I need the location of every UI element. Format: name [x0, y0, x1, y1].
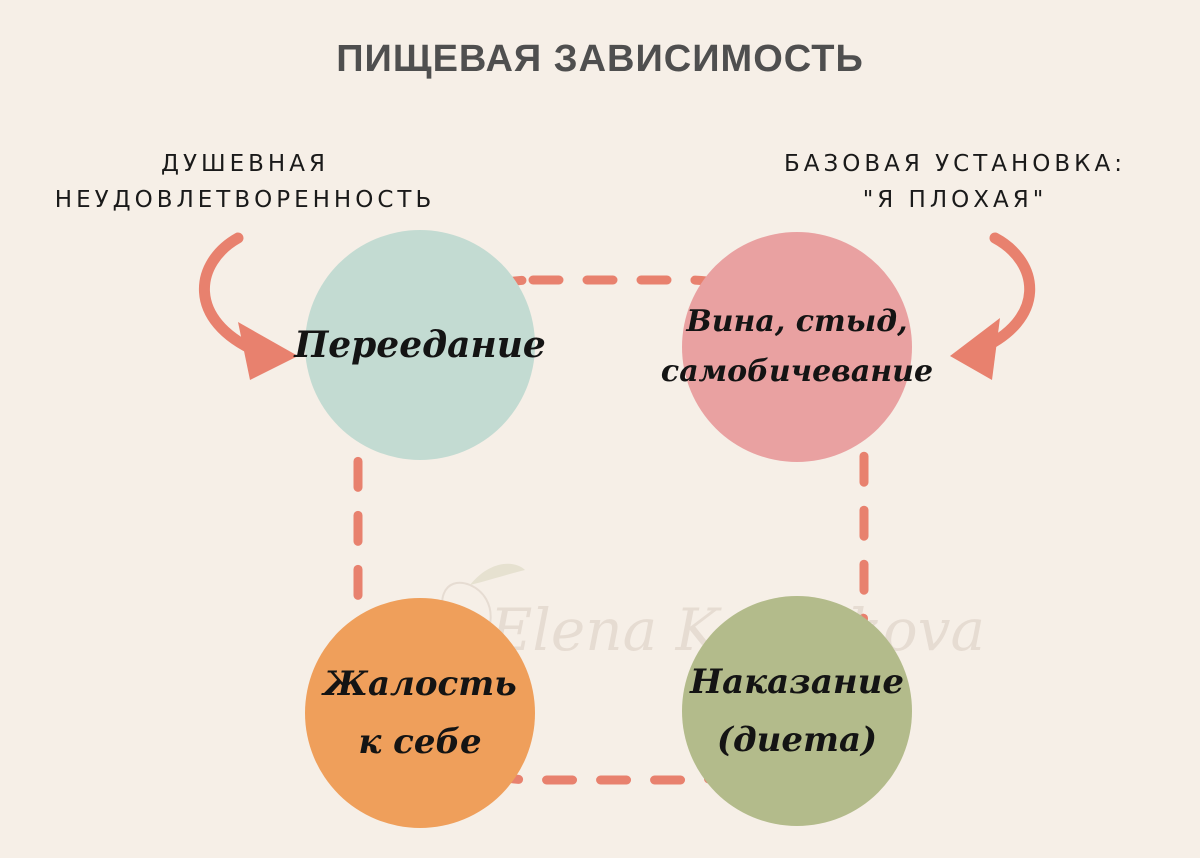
left-note-line-1: ДУШЕВНАЯ: [161, 151, 329, 177]
node-overeating-circle: [305, 230, 535, 460]
node-overeating-line-1: Переедание: [294, 324, 546, 366]
left-curved-arrow-icon: [199, 232, 298, 380]
right-note-line-1: БАЗОВАЯ УСТАНОВКА:: [783, 151, 1126, 177]
node-punishment-label: Наказание (диета): [682, 596, 912, 826]
node-guilt-line-2: самобичевание: [660, 354, 934, 389]
node-guilt-circle: [682, 232, 912, 462]
right-note: БАЗОВАЯ УСТАНОВКА: "Я ПЛОХАЯ": [770, 146, 1140, 218]
node-overeating-label: Переедание: [294, 230, 546, 460]
node-pity-label: Жалость к себе: [305, 598, 535, 828]
right-curved-arrow-icon: [950, 232, 1036, 380]
node-guilt-label: Вина, стыд, самобичевание: [661, 232, 933, 462]
node-pity-line-1: Жалость: [323, 664, 517, 704]
right-note-line-2: "Я ПЛОХАЯ": [862, 187, 1048, 213]
page-title: ПИЩЕВАЯ ЗАВИСИМОСТЬ: [336, 38, 864, 80]
node-pity-circle: [305, 598, 535, 828]
left-note-line-2: НЕУДОВЛЕТВОРЕННОСТЬ: [54, 187, 436, 213]
node-punishment-line-2: (диета): [716, 720, 878, 760]
cycle-dashed-path: [353, 275, 869, 785]
node-punishment-circle: [682, 596, 912, 826]
left-note: ДУШЕВНАЯ НЕУДОВЛЕТВОРЕННОСТЬ: [40, 146, 450, 218]
node-punishment-line-1: Наказание: [689, 662, 905, 702]
node-guilt-line-1: Вина, стыд,: [686, 304, 908, 339]
node-pity-line-2: к себе: [358, 722, 482, 762]
